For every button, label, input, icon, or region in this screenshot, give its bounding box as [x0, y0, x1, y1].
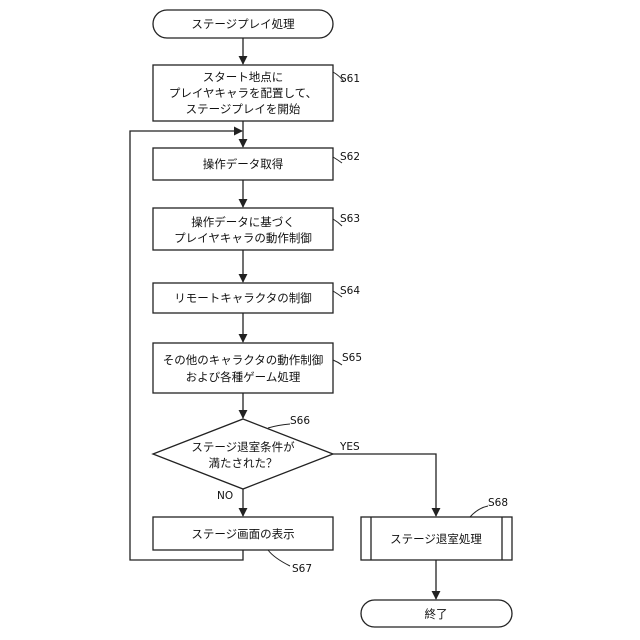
step-s67-line-1: ステージ画面の表示	[191, 527, 294, 541]
step-s65-box	[153, 343, 333, 393]
step-s68-id: S68	[488, 497, 508, 509]
step-s65-line-2: および各種ゲーム処理	[186, 370, 301, 384]
no-label: NO	[217, 490, 233, 502]
step-s62-line-1: 操作データ取得	[203, 157, 284, 171]
step-s65-id: S65	[342, 352, 362, 364]
step-s68-line-1: ステージ退室処理	[390, 532, 482, 546]
step-s66-id: S66	[290, 415, 310, 427]
step-s66-line-1: ステージ退室条件が	[191, 440, 295, 454]
step-s64-line-1: リモートキャラクタの制御	[174, 291, 312, 305]
step-s62-id: S62	[340, 151, 360, 163]
step-s66-leader	[268, 424, 290, 428]
yes-label: YES	[339, 441, 360, 453]
step-s67-id: S67	[292, 563, 312, 575]
step-s68-leader	[470, 506, 488, 517]
step-s63-id: S63	[340, 213, 360, 225]
start-label: ステージプレイ処理	[191, 17, 295, 31]
step-s65-leader	[333, 360, 342, 365]
step-s63-line-2: プレイヤキャラの動作制御	[174, 231, 312, 245]
step-s61-line-3: ステージプレイを開始	[186, 102, 301, 116]
end-label: 終了	[425, 607, 448, 621]
step-s63-line-1: 操作データに基づく	[191, 215, 295, 229]
step-s65-line-1: その他のキャラクタの動作制御	[163, 353, 324, 367]
step-s61-id: S61	[340, 73, 360, 85]
step-s66-line-2: 満たされた？	[209, 456, 278, 470]
step-s61-line-1: スタート地点に	[203, 70, 284, 84]
arrow-s66-yes-to-s68	[333, 454, 436, 516]
step-s64-id: S64	[340, 285, 360, 297]
step-s66-decision	[153, 419, 333, 489]
step-s61-line-2: プレイヤキャラを配置して、	[169, 86, 317, 100]
step-s67-leader	[268, 550, 290, 566]
